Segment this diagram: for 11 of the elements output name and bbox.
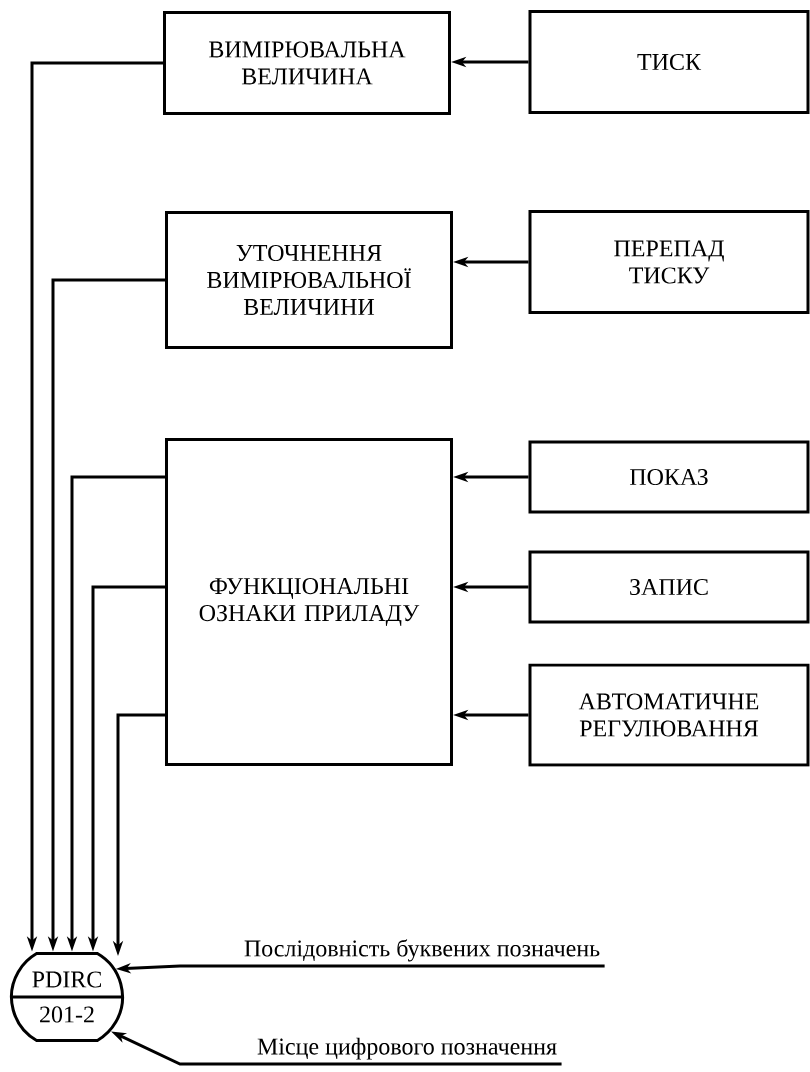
process-box: ЗАПИС (528, 550, 810, 624)
process-box: ВИМІРЮВАЛЬНА ВЕЛИЧИНА (163, 11, 451, 115)
process-box: ТИСК (528, 10, 810, 114)
leader-text: Місце цифрового позначення (257, 1037, 557, 1060)
process-box: ПЕРЕПАД ТИСКУ (528, 210, 810, 314)
process-box: ПОКАЗ (528, 440, 810, 514)
process-box: АВТОМАТИЧНЕ РЕГУЛЮВАННЯ (528, 663, 810, 767)
instrument-bubble: PDIRC 201-2 (10, 952, 124, 1042)
process-box: ФУНКЦІОНАЛЬНІ ОЗНАКИ ПРИЛАДУ (165, 438, 453, 766)
process-box: УТОЧНЕННЯ ВИМІРЮВАЛЬНОЇ ВЕЛИЧИНИ (165, 211, 453, 349)
leader-text: Послідовність буквених позначень (244, 939, 600, 962)
